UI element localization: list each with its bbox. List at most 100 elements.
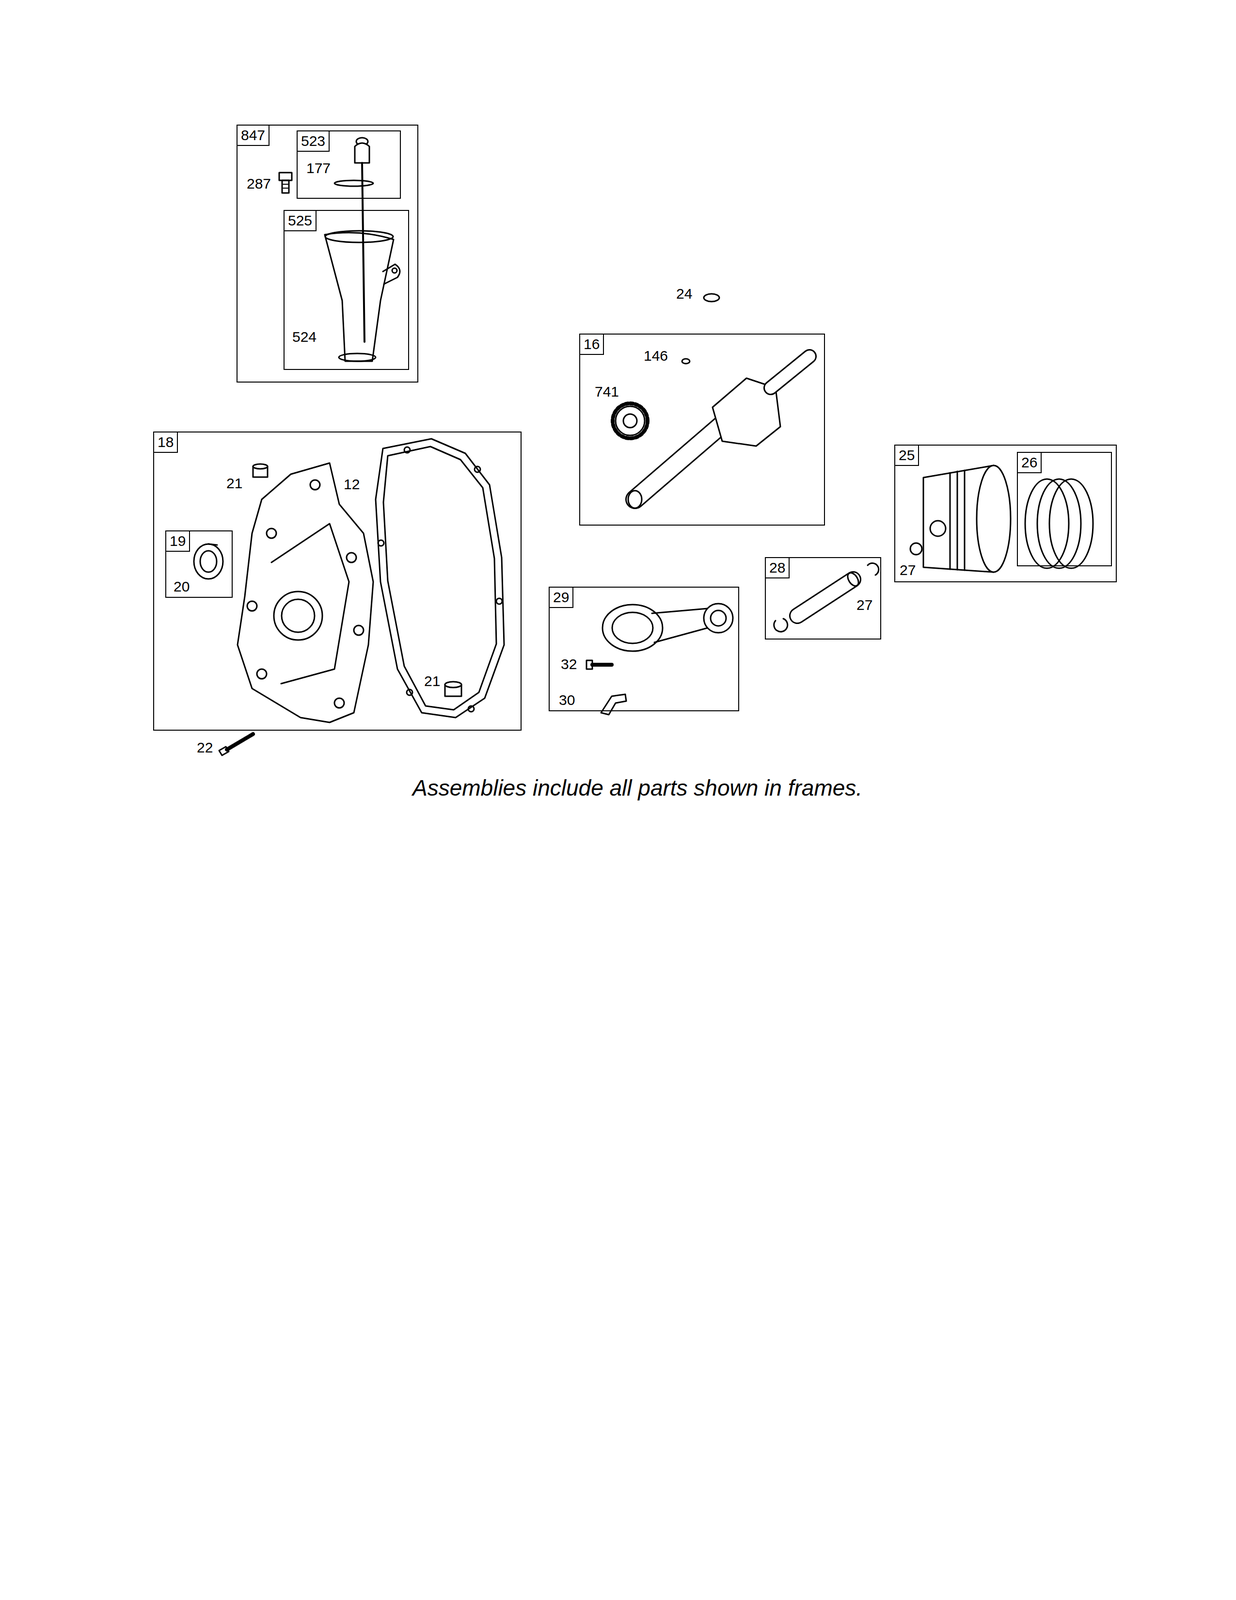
callout-number: 20 (173, 578, 190, 595)
connecting-rod-part (612, 612, 653, 644)
assembly-frame: 25 27 26 (894, 444, 1117, 583)
piston-rings-part (1049, 478, 1094, 569)
callout-number: 30 (558, 691, 575, 709)
crankcase-cover-part (273, 591, 323, 640)
assembly-frame: 29 32 30 (548, 586, 740, 712)
dipstick-assembly-part (382, 264, 400, 285)
crankshaft-part (615, 406, 645, 436)
gasket-part (496, 598, 503, 604)
dipstick-assembly-part (282, 187, 289, 189)
crankshaft-part (628, 490, 642, 508)
assembly-number: 523 (297, 131, 330, 152)
assembly-number: 29 (549, 587, 574, 608)
assembly-number: 25 (895, 445, 920, 466)
callout-number: 146 (643, 347, 668, 365)
connecting-rod-part (592, 662, 612, 667)
crankshaft-part (681, 358, 690, 364)
connecting-rod-part (602, 604, 663, 651)
crankshaft (612, 356, 810, 508)
callout-number: 21 (226, 475, 243, 492)
oil-seal (193, 543, 223, 579)
crankcase-cover-part (310, 479, 320, 490)
assembly-frame: 1920 (165, 530, 233, 598)
assembly-frame: 18 21 12 21 1920 (153, 431, 522, 731)
connecting-rod-part (703, 603, 733, 633)
crankcase-cover-part (237, 462, 374, 723)
piston-pin-part (845, 570, 861, 588)
crankcase-cover-part (444, 681, 462, 688)
dipstick-assembly-part (282, 180, 289, 193)
callout-number: 177 (306, 159, 331, 177)
piston-part (964, 470, 966, 571)
gasket-part (375, 438, 505, 718)
crankcase-cover-part (346, 552, 357, 563)
caption-note: Assemblies include all parts shown in fr… (412, 774, 863, 801)
assembly-number: 525 (284, 210, 317, 232)
assembly-number: 18 (154, 432, 178, 453)
callout-number: 741 (594, 383, 619, 400)
cover-bolt (219, 733, 254, 756)
piston-part (910, 542, 922, 555)
dipstick-assembly-part (334, 180, 374, 187)
crankcase-cover-part (281, 599, 315, 633)
callout-number: 21 (424, 672, 441, 690)
connecting-rod-part (710, 610, 727, 626)
crankcase-cover-part (271, 523, 349, 684)
callout-number: 24 (676, 285, 693, 302)
assembly-number: 847 (237, 125, 270, 146)
dipstick-assembly-part (392, 268, 397, 273)
gasket-part (404, 446, 411, 453)
assembly-frame: 523177 (296, 130, 401, 199)
crankshaft-part (770, 356, 810, 388)
connecting-rod-part (651, 608, 708, 643)
callout-number: 22 (196, 739, 213, 756)
connecting-rod-part (601, 694, 627, 715)
dipstick-assembly-part (362, 162, 365, 342)
piston-part (949, 472, 951, 570)
crankshaft-part (634, 424, 723, 500)
assembly-frame: 847287523177525524 (236, 124, 419, 383)
assembly-number: 16 (580, 334, 604, 355)
crankshaft-part (634, 424, 723, 500)
assembly-frame: 525 524 (283, 209, 410, 370)
callout-number: 287 (246, 175, 271, 192)
gasket-part (378, 539, 384, 546)
crankcase-cover-part (266, 528, 277, 539)
piston-pin-part (867, 563, 879, 575)
connecting-rod (586, 603, 733, 715)
dipstick-assembly-part (354, 142, 370, 163)
piston-rings-part (1037, 478, 1081, 569)
crankcase-cover-part (353, 625, 364, 635)
callout-number: 27 (899, 561, 916, 579)
piston-pin-part (797, 579, 854, 616)
flywheel-key (703, 293, 720, 302)
piston-rings-part (1025, 478, 1069, 569)
gasket (375, 438, 505, 718)
callout-number: 12 (343, 475, 360, 493)
piston-pin-part (774, 618, 788, 632)
piston-rings (1025, 478, 1094, 569)
crankshaft-part (770, 356, 810, 388)
cover-bolt-part (226, 733, 254, 750)
flywheel-key-part (703, 293, 720, 302)
callout-number: 524 (292, 328, 317, 346)
dipstick-assembly-part (338, 353, 376, 362)
crankcase-cover (237, 462, 462, 723)
crankcase-cover-part (256, 668, 267, 679)
dipstick-assembly-part (282, 183, 289, 185)
assembly-number: 28 (765, 557, 790, 579)
crankcase-cover-part (247, 601, 257, 611)
crankshaft-part (623, 413, 637, 428)
piston-pin-part (797, 579, 854, 616)
crankcase-cover-part (334, 697, 345, 708)
crankshaft-part (612, 403, 648, 439)
piston-part (976, 465, 1011, 572)
assembly-frame: 16 146 741 (579, 333, 825, 526)
gasket-part (468, 705, 475, 712)
assembly-number: 26 (1017, 452, 1042, 474)
callout-number: 32 (560, 655, 577, 673)
piston (910, 465, 1011, 572)
assembly-frame: 28 27 (764, 556, 882, 640)
assembly-frame: 26 (1016, 451, 1112, 567)
callout-number: 27 (856, 596, 873, 614)
